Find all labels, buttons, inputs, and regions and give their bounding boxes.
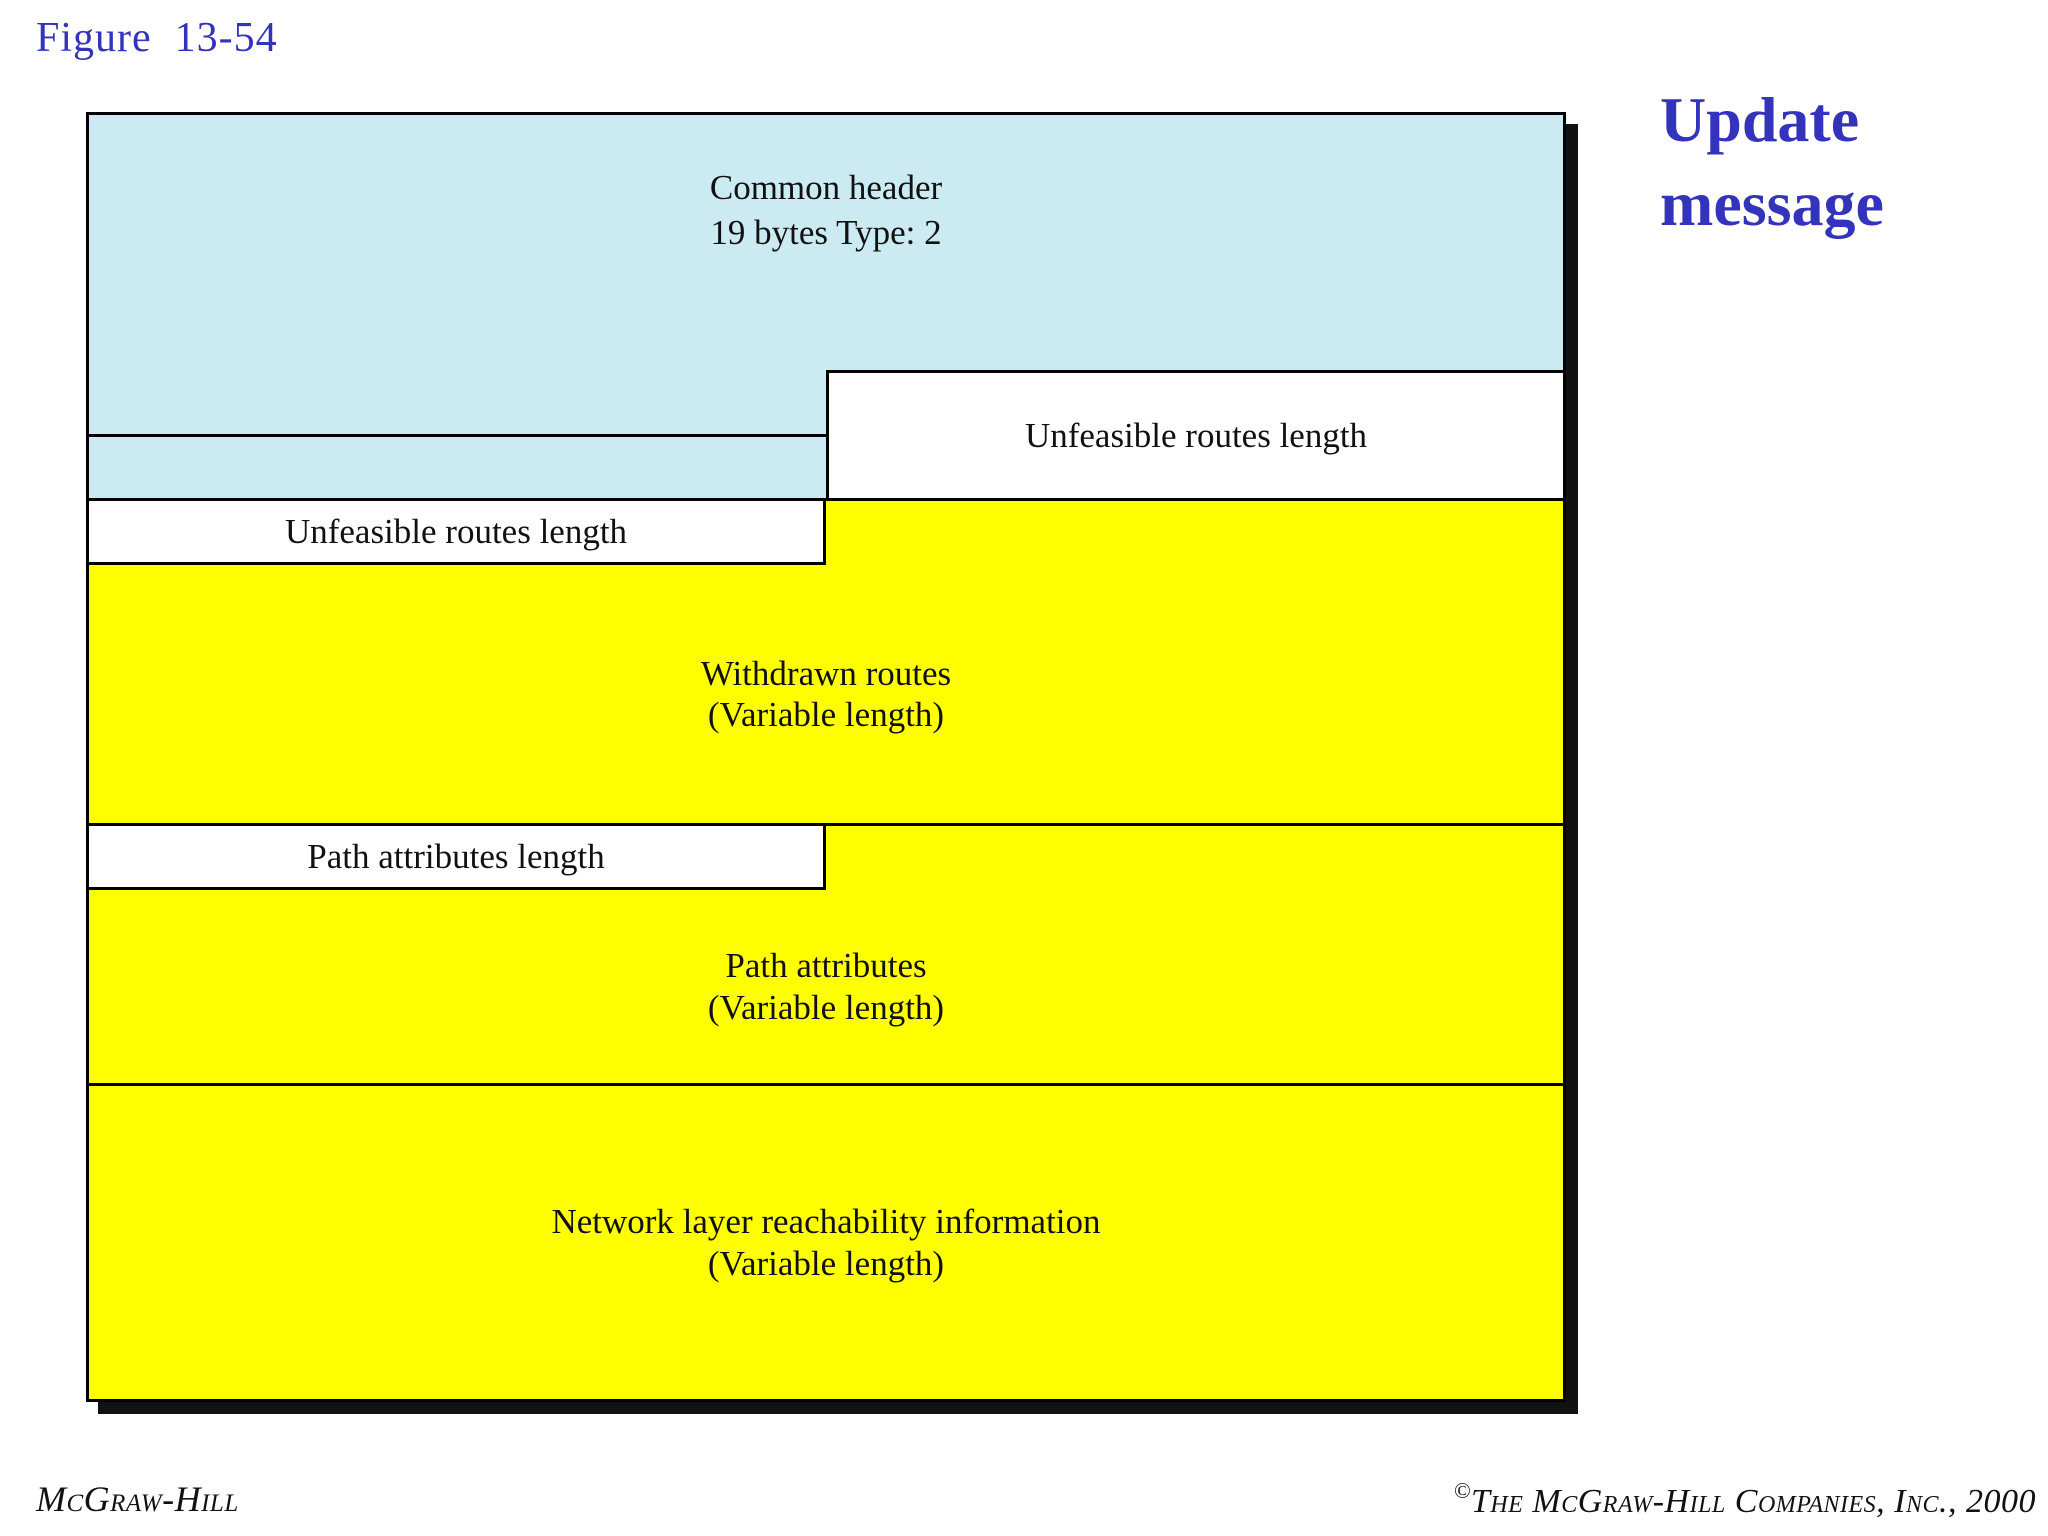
figure-caption: Figure 13-54 — [36, 15, 278, 61]
field-path-attributes-length-label: Path attributes length — [307, 836, 605, 876]
field-common-header-continuation — [89, 437, 826, 501]
field-unfeasible-routes-length-low: Unfeasible routes length — [89, 501, 826, 565]
field-path-attributes-length: Path attributes length — [89, 826, 826, 890]
page-title-line-2: message — [1660, 168, 1884, 240]
page-title: Update message — [1660, 78, 2040, 247]
field-network-layer-reachability-information: Network layer reachability information (… — [89, 1086, 1563, 1399]
page-title-line-1: Update — [1660, 84, 1860, 155]
field-unfeasible-routes-length-high-label: Unfeasible routes length — [1024, 415, 1368, 455]
field-unfeasible-routes-length-low-label: Unfeasible routes length — [284, 511, 628, 551]
field-withdrawn-routes-sublabel: (Variable length) — [707, 695, 945, 734]
field-withdrawn-routes-label: Withdrawn routes — [700, 653, 952, 693]
field-nlri-sublabel: (Variable length) — [707, 1243, 945, 1283]
field-withdrawn-routes: Withdrawn routes (Variable length) — [89, 565, 1563, 826]
field-withdrawn-routes-filler — [826, 501, 1563, 565]
field-nlri-label: Network layer reachability information — [551, 1202, 1101, 1242]
field-common-header-sublabel: 19 bytes Type: 2 — [710, 213, 942, 253]
footer-publisher: McGraw-Hill — [36, 1479, 239, 1519]
field-common-header-label: Common header — [709, 168, 943, 207]
field-path-attributes-sublabel: (Variable length) — [707, 987, 945, 1027]
field-path-attributes: Path attributes (Variable length) — [89, 890, 1563, 1086]
footer-copyright-text: The McGraw-Hill Companies, Inc., 2000 — [1471, 1483, 2036, 1520]
footer-copyright: ©The McGraw-Hill Companies, Inc., 2000 — [1454, 1478, 2036, 1521]
copyright-icon: © — [1453, 1478, 1471, 1503]
field-path-attributes-filler — [826, 826, 1563, 890]
field-unfeasible-routes-length-high: Unfeasible routes length — [826, 370, 1563, 501]
packet-format-diagram: Common header 19 bytes Type: 2 Unfeasibl… — [86, 112, 1566, 1402]
field-path-attributes-label: Path attributes — [725, 946, 927, 986]
